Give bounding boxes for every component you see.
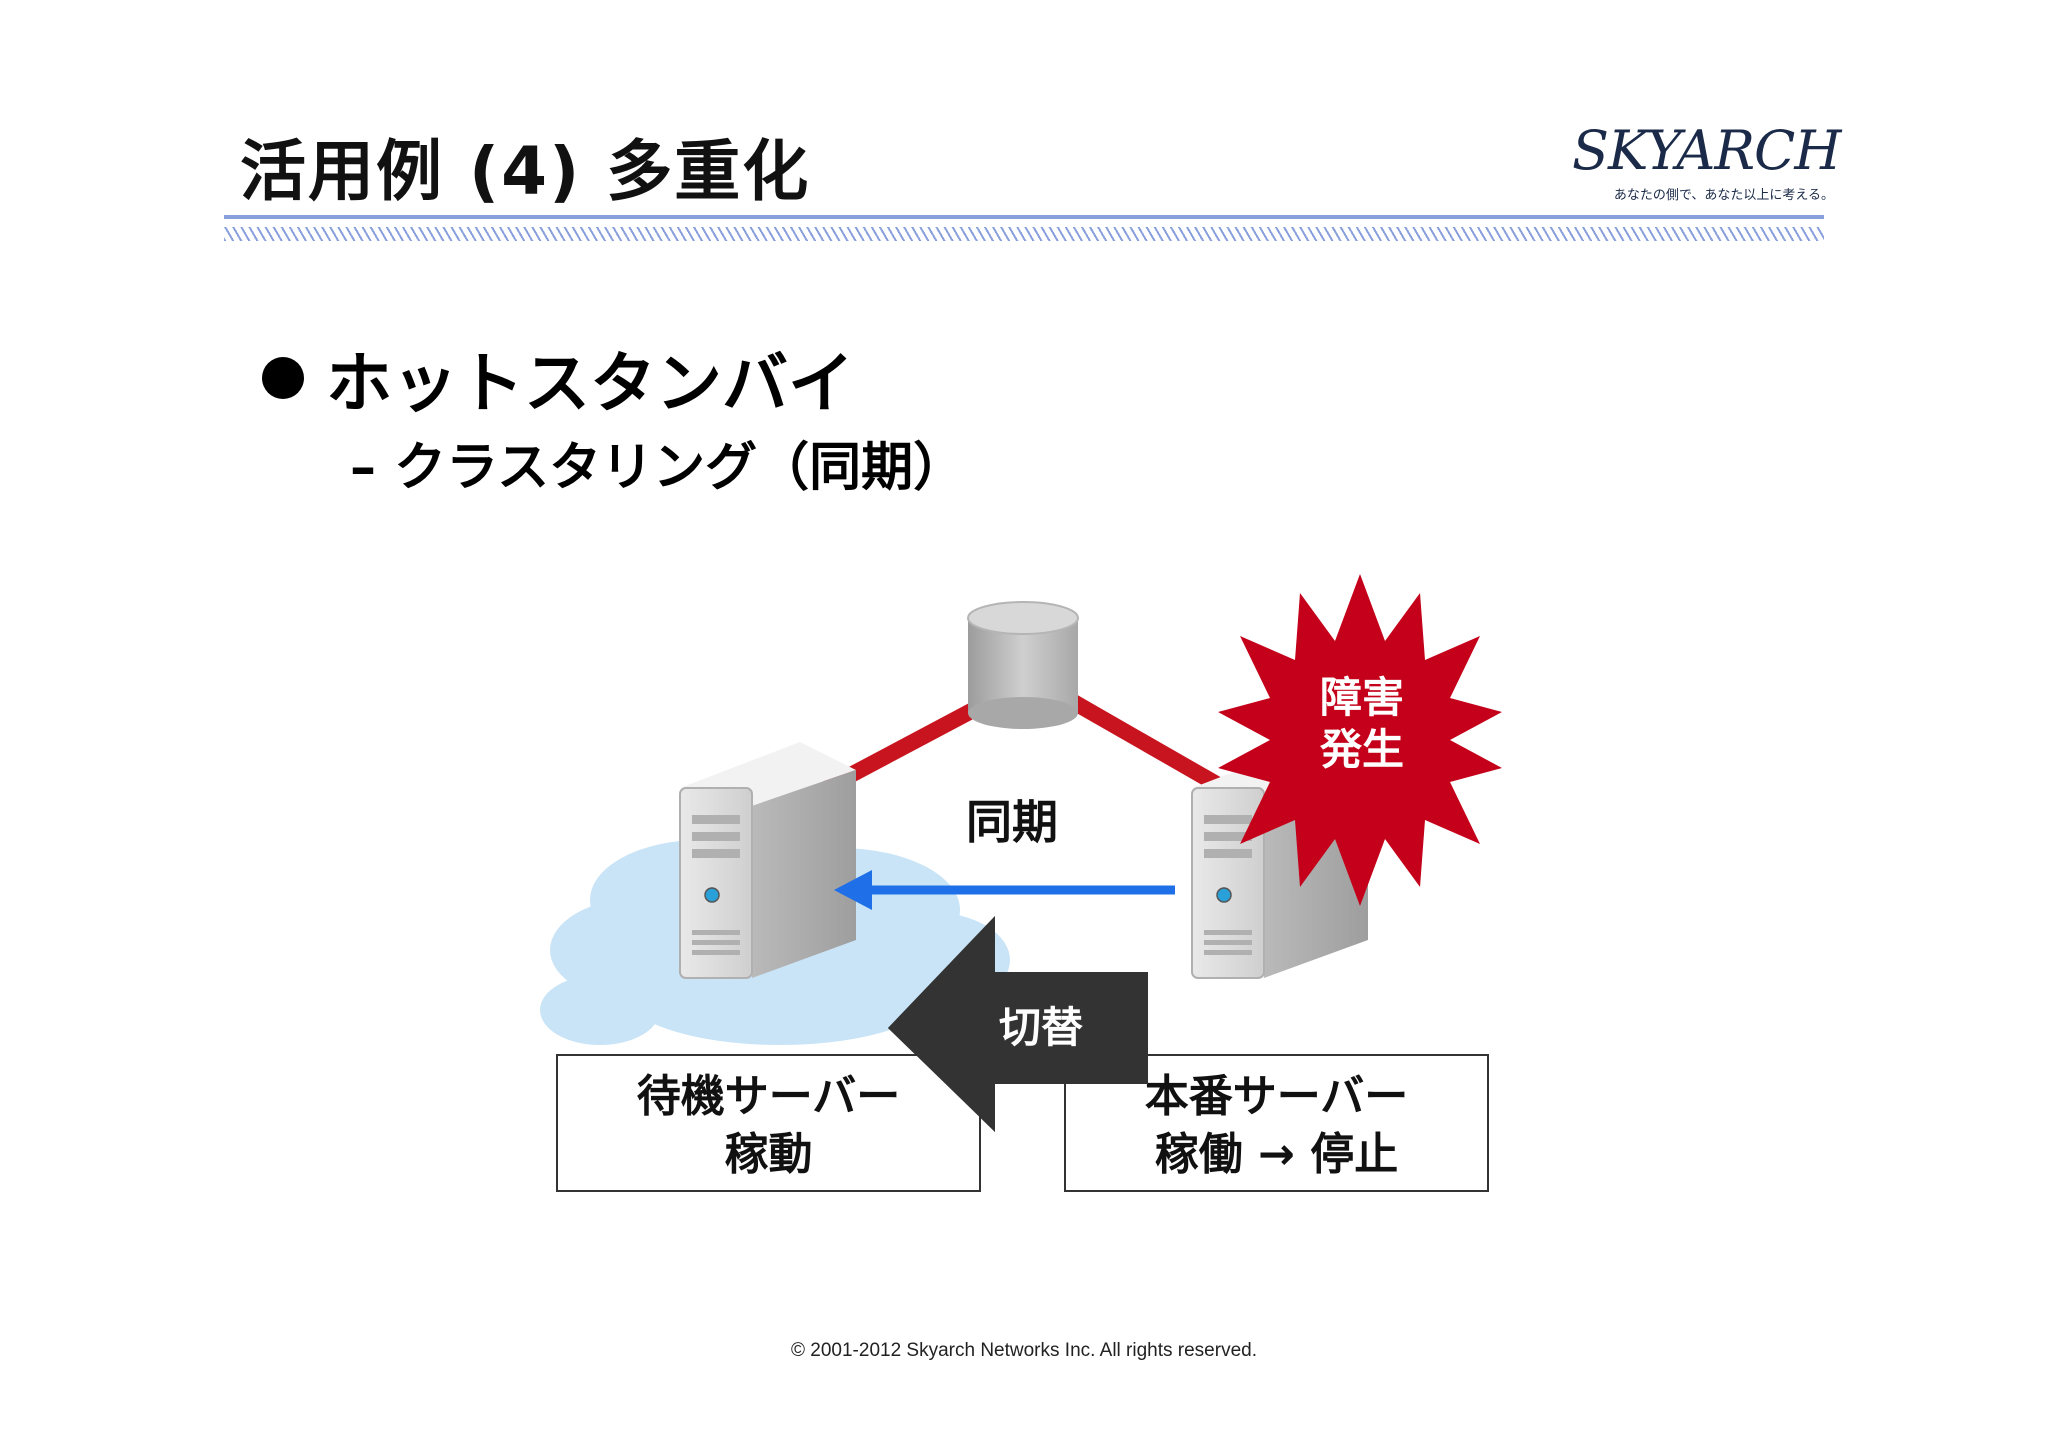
failure-label-line1: 障害 [1320,673,1404,722]
failure-label-line2: 発生 [1320,725,1404,774]
standby-server-icon [679,742,856,979]
standby-box-line2: 稼動 [724,1129,813,1180]
sync-link-right [1062,692,1228,794]
standby-box-line1: 待機サーバー [636,1071,901,1122]
production-box-line2: 稼働 → 停止 [1154,1129,1399,1180]
bullet-dot-icon [262,357,304,399]
company-logo: SKYARCH あなたの側で、あなた以上に考える。 [1572,119,1841,204]
sync-label: 同期 [966,795,1058,849]
switchover-label: 切替 [999,1003,1083,1052]
production-box-line1: 本番サーバー [1144,1071,1409,1122]
sync-arrow [834,870,1175,910]
sync-link-left [822,692,1000,794]
standby-server-box: 待機サーバー 稼動 [556,1054,981,1192]
header-divider [224,215,1824,219]
logo-wordmark: SKYARCH [1572,119,1841,182]
database-icon [967,601,1079,729]
production-server-box: 本番サーバー 稼働 → 停止 [1064,1054,1489,1192]
bullet-text: ホットスタンバイ [326,345,854,422]
logo-tagline: あなたの側で、あなた以上に考える。 [1613,188,1834,203]
sub-bullet-text: – クラスタリング（同期） [350,438,966,498]
bullet-item: ホットスタンバイ [262,330,854,426]
header-hatched-divider [224,227,1824,241]
failure-burst-icon [1218,574,1502,906]
copyright-footer: © 2001-2012 Skyarch Networks Inc. All ri… [791,1340,1257,1361]
slide-title: 活用例 (4) 多重化 [240,133,811,210]
